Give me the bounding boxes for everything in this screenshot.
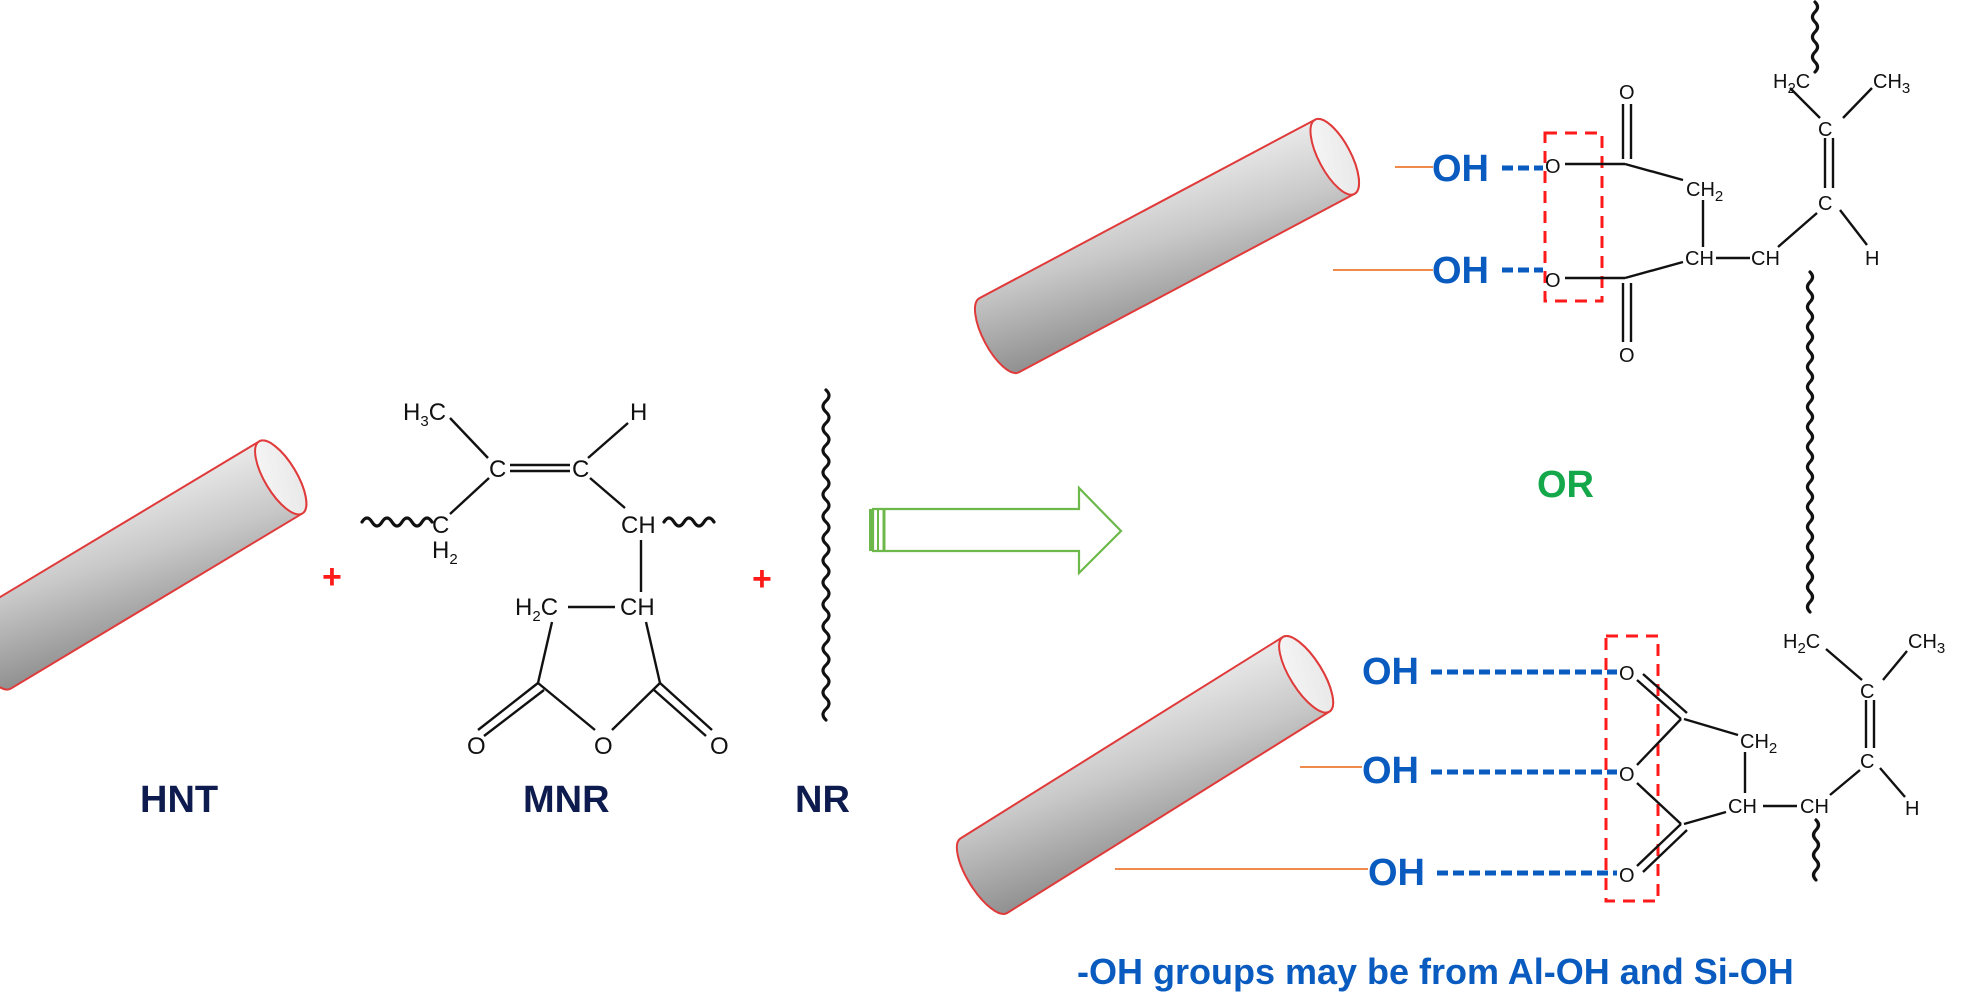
svg-text:O: O bbox=[1545, 270, 1561, 292]
nr-label: NR bbox=[795, 779, 850, 821]
mnr-label: MNR bbox=[523, 779, 610, 821]
svg-text:CH: CH bbox=[1685, 248, 1714, 270]
svg-text:C: C bbox=[1860, 751, 1874, 773]
nr-chain-wave bbox=[821, 388, 831, 722]
svg-text:CH2: CH2 bbox=[1686, 179, 1723, 205]
svg-text:H: H bbox=[1905, 798, 1919, 820]
svg-text:O: O bbox=[1619, 764, 1635, 786]
svg-text:CH2: CH2 bbox=[1740, 731, 1777, 757]
product-top: OH OH O O O CH2 CH O CH C C H H2C CH3 bbox=[973, 0, 1910, 614]
svg-text:CH: CH bbox=[621, 512, 656, 539]
hnt-label: HNT bbox=[140, 779, 218, 821]
svg-text:C: C bbox=[432, 512, 449, 539]
mnr-structure: H3C C C H C H2 CH H2C CH O O O bbox=[360, 399, 729, 760]
hnt-nanotube-bottom bbox=[955, 635, 1335, 915]
svg-text:H2C: H2C bbox=[1783, 631, 1820, 657]
reaction-arrow bbox=[869, 485, 1123, 576]
svg-text:O: O bbox=[467, 733, 486, 760]
svg-text:CH3: CH3 bbox=[1908, 631, 1945, 657]
svg-text:O: O bbox=[1619, 663, 1635, 685]
svg-text:O: O bbox=[1545, 156, 1561, 178]
svg-text:OH: OH bbox=[1362, 750, 1419, 792]
svg-text:C: C bbox=[489, 456, 506, 483]
svg-text:H: H bbox=[1865, 248, 1879, 270]
highlight-box-top bbox=[1543, 131, 1604, 303]
hnt-nanotube-top bbox=[973, 117, 1361, 374]
or-separator: OR bbox=[1537, 464, 1594, 506]
highlight-box-bottom bbox=[1604, 634, 1660, 903]
svg-text:C: C bbox=[1818, 193, 1832, 215]
svg-text:C: C bbox=[572, 456, 589, 483]
product-bottom: OH OH OH O O O CH2 CH CH C C H H2C CH3 bbox=[955, 631, 1945, 915]
svg-text:OH: OH bbox=[1432, 250, 1489, 292]
svg-text:C: C bbox=[1818, 119, 1832, 141]
footnote: -OH groups may be from Al-OH and Si-OH bbox=[1077, 951, 1794, 992]
plus-sign-1: + bbox=[322, 558, 342, 596]
svg-text:CH: CH bbox=[1751, 248, 1780, 270]
polymer-chain-wave bbox=[360, 516, 434, 528]
svg-text:O: O bbox=[594, 733, 613, 760]
svg-text:O: O bbox=[1619, 345, 1635, 367]
svg-text:O: O bbox=[1619, 82, 1635, 104]
hnt-nanotube bbox=[0, 439, 308, 691]
svg-text:H2C: H2C bbox=[515, 594, 558, 625]
svg-text:H2: H2 bbox=[432, 537, 458, 568]
svg-text:H3C: H3C bbox=[403, 399, 446, 430]
svg-text:O: O bbox=[710, 733, 729, 760]
svg-text:OH: OH bbox=[1362, 651, 1419, 693]
svg-text:OH: OH bbox=[1432, 148, 1489, 190]
svg-text:C: C bbox=[1860, 681, 1874, 703]
svg-text:H2C: H2C bbox=[1773, 71, 1810, 97]
svg-text:CH: CH bbox=[1728, 796, 1757, 818]
svg-text:CH: CH bbox=[620, 594, 655, 621]
svg-text:CH: CH bbox=[1800, 796, 1829, 818]
plus-sign-2: + bbox=[752, 560, 772, 598]
svg-text:H: H bbox=[630, 399, 647, 426]
svg-text:CH3: CH3 bbox=[1873, 71, 1910, 97]
svg-text:O: O bbox=[1619, 865, 1635, 887]
svg-text:OH: OH bbox=[1368, 852, 1425, 894]
